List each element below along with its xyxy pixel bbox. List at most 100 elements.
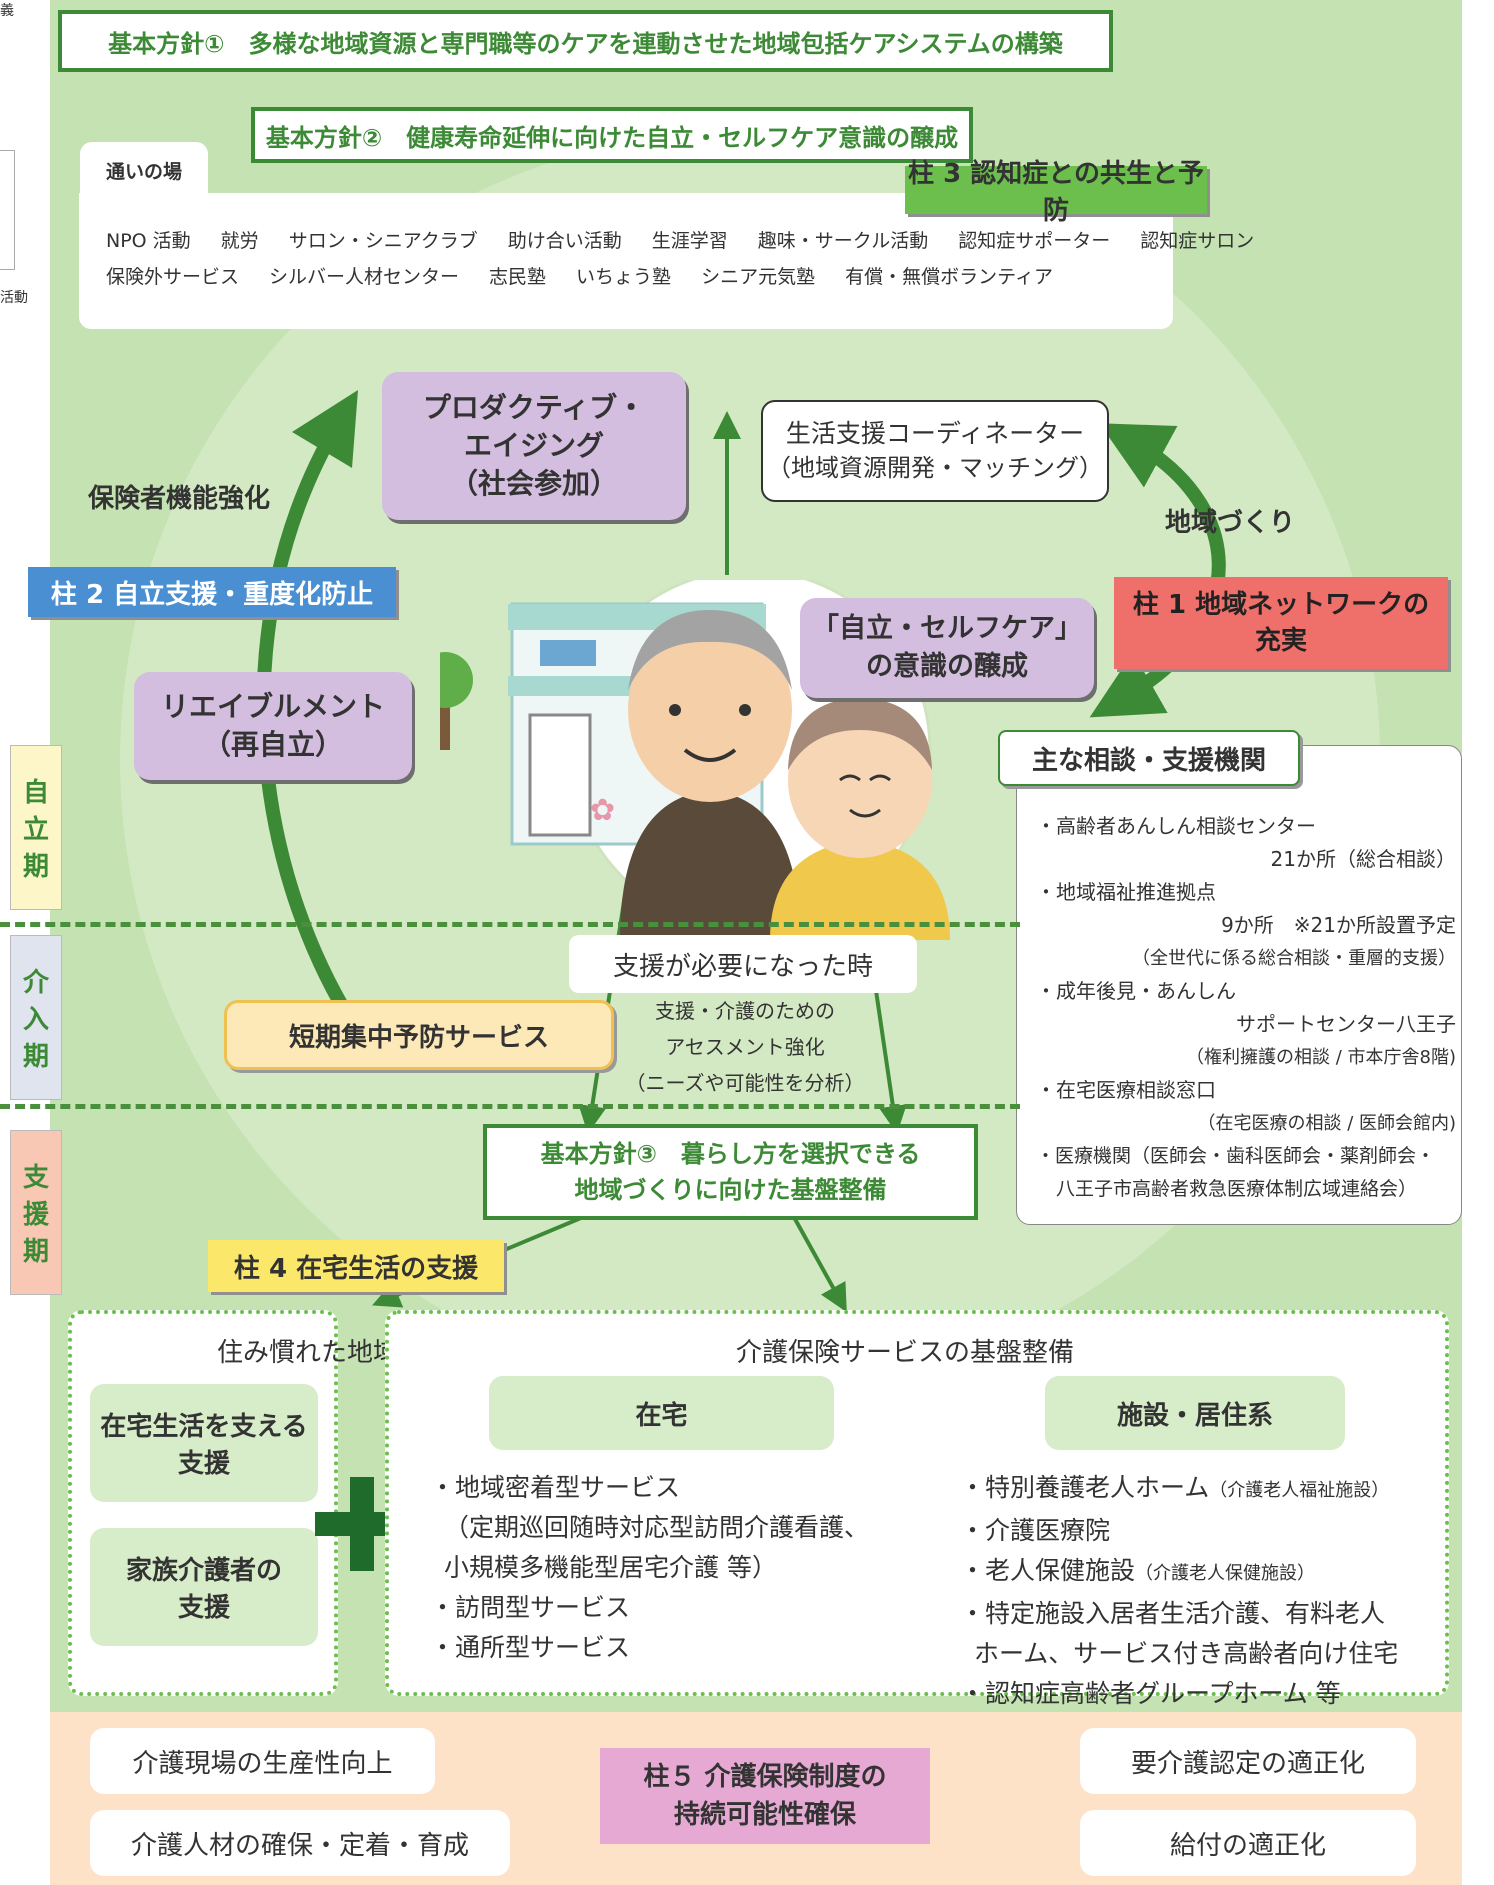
stage-kainyu: 介 入 期 [10, 935, 62, 1100]
home-support-box: 在宅生活を支える 支援 [90, 1384, 318, 1502]
shisetsu-item: ・特別養護老人ホーム（介護老人福祉施設） [960, 1473, 1390, 1502]
productive-aging-box: プロダクティブ・ エイジング （社会参加） [382, 372, 686, 520]
policy-3-line-2: 地域づくりに向けた基盤整備 [574, 1176, 887, 1204]
consult-item: （権利擁護の相談 / 市本庁舎8階) [1186, 1047, 1456, 1068]
shisetsu-item: ・老人保健施設（介護老人保健施設） [960, 1556, 1316, 1585]
pillar-4: 柱 4 在宅生活の支援 [208, 1240, 504, 1292]
chiiki-label: 地域づくり [1165, 508, 1296, 538]
coordinator-title: 生活支援コーディネーター [785, 419, 1085, 448]
consult-item: ・在宅医療相談窓口 [1036, 1078, 1216, 1102]
consult-item: （全世代に係る総合相談・重層的支援） [1132, 948, 1456, 969]
consult-item: ・高齢者あんしん相談センター [1036, 814, 1316, 838]
kayoi-item: 趣味・サークル活動 [757, 230, 929, 252]
consult-item: ・成年後見・あんしん [1036, 979, 1236, 1003]
zaitaku-list: ・地域密着型サービス （定期巡回随時対応型訪問介護看護、 小規模多機能型居宅介護… [430, 1468, 950, 1668]
stage-jiritsu: 自 立 期 [10, 745, 62, 910]
policy-3-line-1: 基本方針③ 暮らし方を選択できる [540, 1140, 921, 1168]
kayoi-row-2: 保険外サービス シルバー人材センター 志民塾 いちょう塾 シニア元気塾 有償・無償ボランテ… [106, 262, 1166, 289]
kayoi-item: サロン・シニアクラブ [288, 230, 478, 252]
kayoi-tab-label: 通いの場 [105, 160, 182, 183]
shisetsu-tab: 施設・居住系 [1045, 1376, 1345, 1450]
kayoi-item: NPO 活動 [106, 230, 191, 252]
elderly-couple-illustration: ✿ ✿ [440, 580, 962, 940]
selfcare-awareness-box: 「自立・セルフケア」 の意識の醸成 [800, 598, 1094, 698]
hokensha-label: 保険者機能強化 [88, 484, 271, 514]
reablement-box: リエイブルメント （再自立） [134, 672, 412, 780]
shisetsu-item: ・介護医療院 [960, 1516, 1111, 1545]
consult-item: 21か所（総合相談） [1270, 847, 1456, 871]
shisetsu-item: ・認知症高齢者グループホーム 等 [960, 1679, 1341, 1708]
stage-char: 介 [22, 968, 49, 998]
edge-text-top: 義 [0, 3, 14, 19]
coordinator-box: 生活支援コーディネーター （地域資源開発・マッチング） [761, 400, 1109, 502]
zaitaku-item: ・訪問型サービス [430, 1593, 631, 1622]
consult-item: 9か所 ※21か所設置予定 [1221, 913, 1456, 937]
policy-2-banner: 基本方針② 健康寿命延伸に向けた自立・セルフケア意識の醸成 [251, 107, 973, 163]
kayoi-item: いちょう塾 [576, 266, 672, 288]
kayoi-item: 志民塾 [489, 266, 547, 288]
stage-char: 援 [22, 1200, 49, 1230]
consult-item: ・医療機関（医師会・歯科医師会・薬剤師会・ [1036, 1145, 1436, 1167]
pillar-2: 柱 2 自立支援・重度化防止 [28, 567, 396, 617]
kayoi-item: 助け合い活動 [507, 230, 622, 252]
consult-item: サポートセンター八王子 [1236, 1012, 1456, 1036]
svg-text:✿: ✿ [590, 793, 615, 828]
kayoi-item: 認知症サポーター [958, 230, 1111, 252]
kayoi-item: 有償・無償ボランティア [845, 266, 1053, 288]
stage-char: 期 [22, 1042, 49, 1072]
assessment-text: 支援・介護のための アセスメント強化 （ニーズや可能性を分析） [625, 999, 865, 1095]
pillar-5: 柱５ 介護保険制度の 持続可能性確保 [600, 1748, 930, 1844]
shisetsu-item: ・特定施設入居者生活介護、有料老人 [960, 1599, 1386, 1628]
zaitaku-item: （定期巡回随時対応型訪問介護看護、 [444, 1513, 870, 1542]
stage-divider-2 [0, 1104, 1020, 1109]
policy-2-text: 基本方針② 健康寿命延伸に向けた自立・セルフケア意識の醸成 [265, 123, 959, 152]
consult-panel [1016, 745, 1462, 1225]
shisetsu-list: ・特別養護老人ホーム（介護老人福祉施設） ・介護医療院 ・老人保健施設（介護老人… [960, 1468, 1440, 1714]
kaigo-area [385, 1310, 1449, 1696]
consult-list: ・高齢者あんしん相談センター 21か所（総合相談） ・地域福祉推進拠点 9か所 … [1036, 810, 1456, 1206]
kayoi-item: 生涯学習 [651, 230, 728, 252]
benefit-box: 給付の適正化 [1080, 1810, 1416, 1876]
stage-char: 入 [22, 1005, 49, 1035]
kayoi-item: 就労 [220, 230, 259, 252]
consult-item: ・地域福祉推進拠点 [1036, 880, 1216, 904]
stage-shien: 支 援 期 [10, 1130, 62, 1295]
plus-icon [315, 1477, 409, 1571]
stage-char: 支 [22, 1163, 49, 1193]
pillar-1: 柱 1 地域ネットワークの 充実 [1114, 577, 1448, 669]
support-needed-box: 支援が必要になった時 [569, 935, 917, 993]
kayoi-item: シニア元気塾 [701, 266, 816, 288]
edge-partial-circle [0, 150, 15, 270]
shisetsu-item: ホーム、サービス付き高齢者向け住宅 [974, 1639, 1399, 1668]
stage-char: 期 [22, 852, 49, 882]
stage-char: 立 [22, 815, 49, 845]
stage-char: 期 [22, 1237, 49, 1267]
kayoi-item: 保険外サービス [106, 266, 240, 288]
zaitaku-tab: 在宅 [489, 1376, 834, 1450]
consult-item: 八王子市高齢者救急医療体制広域連絡会） [1056, 1178, 1418, 1200]
kayoi-item: シルバー人材センター [269, 266, 460, 288]
policy-1-text: 基本方針① 多様な地域資源と専門職等のケアを連動させた地域包括ケアシステムの構築 [108, 29, 1063, 58]
consult-item: （在宅医療の相談 / 医師会館内) [1197, 1113, 1456, 1134]
short-term-service-box: 短期集中予防サービス [224, 1000, 614, 1070]
zaitaku-item: ・通所型サービス [430, 1633, 631, 1662]
consult-title: 主な相談・支援機関 [998, 730, 1300, 786]
care-workforce-box: 介護人材の確保・定着・育成 [90, 1810, 510, 1876]
kaigo-title: 介護保険サービスの基盤整備 [735, 1337, 1074, 1368]
certification-box: 要介護認定の適正化 [1080, 1728, 1416, 1794]
stage-divider-1 [0, 922, 1020, 927]
policy-1-banner: 基本方針① 多様な地域資源と専門職等のケアを連動させた地域包括ケアシステムの構築 [58, 10, 1113, 72]
kayoi-row-1: NPO 活動 就労 サロン・シニアクラブ 助け合い活動 生涯学習 趣味・サークル活動 認知症… [106, 226, 1254, 253]
family-caregiver-box: 家族介護者の 支援 [90, 1528, 318, 1646]
arrow-policy3-right [788, 1209, 847, 1313]
zaitaku-item: ・地域密着型サービス [430, 1473, 681, 1502]
zaitaku-item: 小規模多機能型居宅介護 等） [444, 1553, 777, 1582]
coordinator-sub: （地域資源開発・マッチング） [767, 454, 1103, 482]
edge-text-mid: 活動 [0, 290, 28, 306]
kayoi-box [79, 193, 1173, 329]
stage-char: 自 [22, 778, 49, 808]
policy-3-banner: 基本方針③ 暮らし方を選択できる 地域づくりに向けた基盤整備 [483, 1124, 978, 1220]
kayoi-item: 認知症サロン [1140, 230, 1255, 252]
productivity-box: 介護現場の生産性向上 [90, 1728, 435, 1794]
kayoi-tab [80, 142, 208, 197]
